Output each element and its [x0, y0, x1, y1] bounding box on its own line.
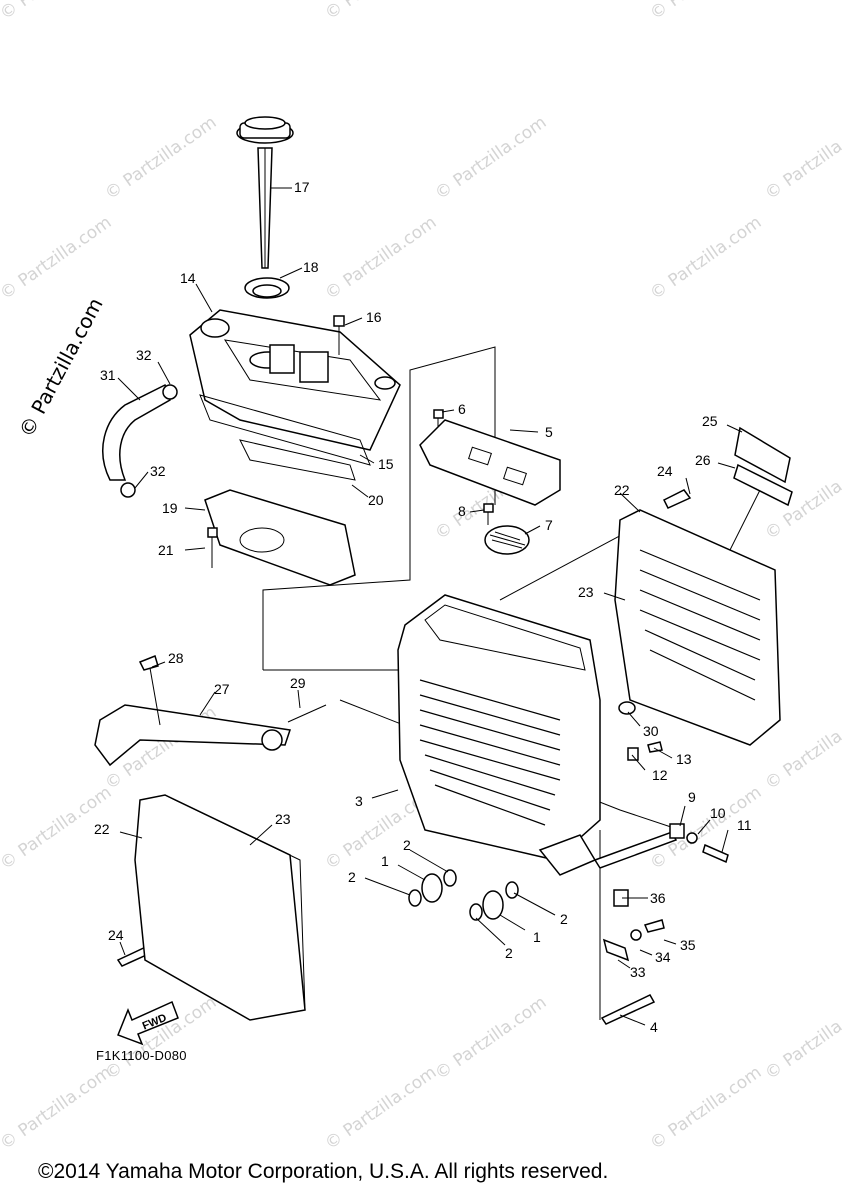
callout-2a: 2 [403, 837, 411, 853]
callout-2c: 2 [560, 911, 568, 927]
callout-33: 33 [630, 964, 646, 980]
callout-5: 5 [545, 424, 553, 440]
callout-19: 19 [162, 500, 178, 516]
callout-27: 27 [214, 681, 230, 697]
watermark-text: © Partzilla.com [321, 0, 440, 24]
cover-plate-part [204, 489, 356, 586]
small-hardware-part [593, 701, 729, 1025]
callout-17: 17 [294, 179, 310, 195]
watermark-text: © Partzilla.com [761, 992, 843, 1084]
watermark-text: © Partzilla.com [321, 212, 440, 304]
callout-23a: 23 [578, 584, 594, 600]
callout-24a: 24 [657, 463, 673, 479]
callout-25: 25 [702, 413, 718, 429]
callout-23b: 23 [275, 811, 291, 827]
callout-11: 11 [737, 817, 752, 833]
callout-28: 28 [168, 650, 184, 666]
callout-12: 12 [652, 767, 668, 783]
watermark-text: © Partzilla.com [101, 112, 220, 204]
callout-34: 34 [655, 949, 671, 965]
callout-26: 26 [695, 452, 711, 468]
hose-part [102, 383, 178, 498]
callout-18: 18 [303, 259, 319, 275]
callout-7: 7 [545, 517, 553, 533]
watermark-text: © Partzilla.com [646, 212, 765, 304]
top-cover-part [419, 419, 561, 506]
callout-22a: 22 [614, 482, 630, 498]
callout-3: 3 [355, 793, 363, 809]
callout-1a: 1 [381, 853, 389, 869]
callout-16: 16 [366, 309, 382, 325]
watermark-text: © Partzilla.com [761, 112, 843, 204]
dipstick-part [236, 116, 294, 269]
callout-2d: 2 [505, 945, 513, 961]
callout-31: 31 [100, 367, 116, 383]
callout-10: 10 [710, 805, 726, 821]
gasket-part [199, 394, 371, 481]
callout-4: 4 [650, 1019, 658, 1035]
callout-15: 15 [378, 456, 394, 472]
callout-22b: 22 [94, 821, 110, 837]
watermark-text: © Partzilla.com [321, 1062, 440, 1154]
callout-1b: 1 [533, 929, 541, 945]
oil-pan-body-part [397, 594, 601, 876]
watermark-text: © Partzilla.com [431, 992, 550, 1084]
seal-ring-part [244, 277, 290, 299]
callout-32a: 32 [136, 347, 152, 363]
callout-32b: 32 [150, 463, 166, 479]
callout-6: 6 [458, 401, 466, 417]
callout-14: 14 [180, 270, 196, 286]
callout-9: 9 [688, 789, 696, 805]
right-side-cover-part [614, 509, 781, 746]
callout-35: 35 [680, 937, 696, 953]
oil-tank-cover-part [189, 309, 401, 451]
strainer-part [484, 525, 530, 555]
copyright-notice: ©2014 Yamaha Motor Corporation, U.S.A. A… [38, 1160, 609, 1183]
callout-29: 29 [290, 675, 306, 691]
callout-13: 13 [676, 751, 692, 767]
label-sheets-part [733, 426, 793, 507]
callout-30: 30 [643, 723, 659, 739]
watermark-text: © Partzilla.com [431, 112, 550, 204]
left-side-cover-part [134, 794, 306, 1021]
watermark-text: © Partzilla.com [646, 0, 765, 24]
callout-leaders [117, 187, 743, 1026]
reference-code: F1K1100-D080 [96, 1048, 187, 1063]
fittings-part [408, 869, 519, 921]
callout-20: 20 [368, 492, 384, 508]
callout-2b: 2 [348, 869, 356, 885]
watermark-text: © Partzilla.com [0, 0, 115, 24]
callout-24b: 24 [108, 927, 124, 943]
watermark-text: © Partzilla.com [0, 212, 115, 304]
callout-labels: 1 1 2 2 2 2 3 4 5 6 7 8 9 10 11 12 13 14… [94, 179, 752, 1035]
watermark-text: © Partzilla.com [0, 1062, 115, 1154]
callout-36: 36 [650, 890, 666, 906]
callout-21: 21 [158, 542, 174, 558]
watermark-text: © Partzilla.com [646, 1062, 765, 1154]
callout-8: 8 [458, 503, 466, 519]
